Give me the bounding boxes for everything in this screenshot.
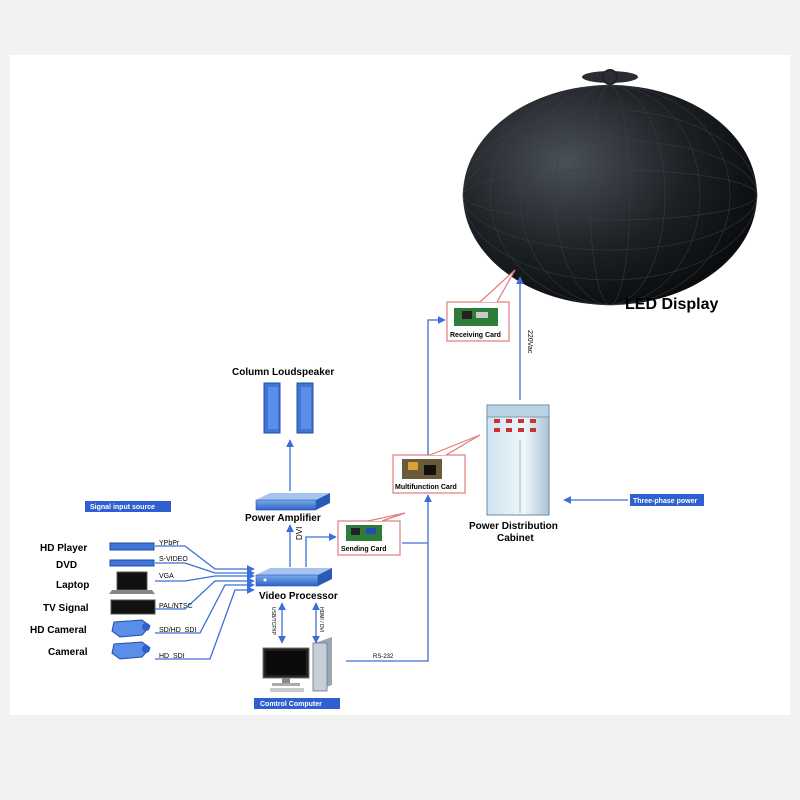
source-signal: HD_SDI (159, 653, 185, 660)
signal-source-badge (85, 501, 171, 512)
dvd-player-icon (109, 559, 155, 567)
source-name: HD Player (40, 543, 87, 554)
column-loudspeaker-icon (263, 382, 314, 434)
source-signal: S-VIDEO (159, 556, 188, 563)
source-5: Cameral HD_SDI (48, 641, 185, 660)
source-0: HD Player YPbPr (40, 540, 180, 554)
power-amplifier-icon (255, 493, 330, 511)
signal-source-label: Signal input source (90, 504, 155, 511)
power-cabinet-label-2: Cabinet (497, 533, 534, 544)
usb-label: USB/TCP/IP (270, 607, 276, 635)
source-1: DVD S-VIDEO (56, 556, 188, 571)
multifunction-card-callout: Multifunction Card (392, 434, 481, 494)
diagram-svg: LED Display Receiving Card Multifunction… (30, 69, 758, 709)
laptop-icon (109, 571, 155, 594)
loudspeaker-label: Column Loudspeaker (232, 367, 334, 378)
source-name: DVD (56, 560, 77, 571)
video-processor-label: Video Processor (259, 591, 338, 602)
hdmi-dvi-label: HDMI / DVI (318, 607, 324, 632)
hanging-ring-icon (602, 69, 618, 85)
led-display-label: LED Display (625, 296, 718, 313)
led-sphere-display (462, 69, 758, 306)
control-computer-badge (254, 698, 340, 709)
source-signal: VGA (159, 573, 174, 580)
power-cabinet-label-1: Power Distribution (469, 521, 558, 532)
diagram-canvas: LED Display Receiving Card Multifunction… (10, 55, 790, 715)
tv-signal-icon (110, 599, 156, 615)
power-220-label: 220Vac (526, 330, 533, 354)
source-name: HD Cameral (30, 625, 87, 636)
hd-player-icon (109, 542, 155, 551)
source-name: TV Signal (43, 603, 89, 614)
hd-camera-icon (111, 619, 151, 638)
control-computer-label: Comtrol Computer (260, 701, 322, 708)
rs232-label: RS-232 (373, 654, 394, 660)
multifunction-card-label: Multifunction Card (395, 484, 457, 491)
sending-card-label: Sending Card (341, 546, 387, 553)
power-amplifier-label: Power Amplifier (245, 513, 321, 524)
dvi-label: DVI (295, 527, 304, 540)
three-phase-power-badge (630, 494, 704, 506)
source-signal: SD/HD_SDI (159, 627, 196, 634)
control-computer-icon (262, 637, 332, 692)
video-processor-icon (255, 568, 332, 587)
source-signal: YPbPr (159, 540, 180, 547)
source-4: HD Cameral SD/HD_SDI (30, 619, 196, 638)
source-signal: PAL/NTSC (159, 603, 193, 610)
connection-arrows (155, 276, 628, 662)
sending-card-callout: Sending Card (337, 512, 406, 556)
source-2: Laptop VGA (56, 571, 174, 594)
receiving-card-label: Receiving Card (450, 332, 501, 339)
source-name: Laptop (56, 580, 89, 591)
three-phase-power-label: Three-phase power (633, 498, 697, 505)
receiving-card-callout: Receiving Card (446, 269, 516, 342)
camera-icon (111, 641, 151, 660)
power-distribution-cabinet (486, 404, 550, 516)
source-name: Cameral (48, 647, 88, 658)
source-3: TV Signal PAL/NTSC (43, 599, 193, 615)
